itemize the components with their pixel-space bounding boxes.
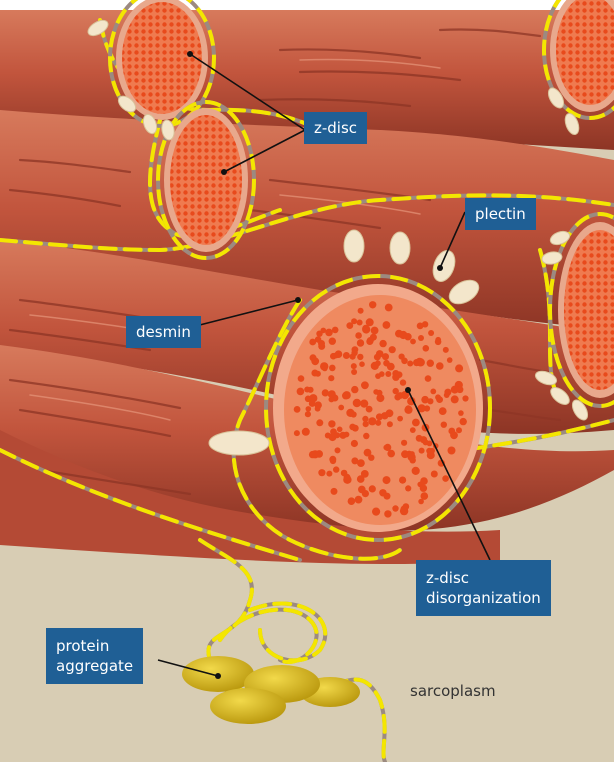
callout-desmin: desmin bbox=[126, 316, 201, 348]
z-disc-disorganized bbox=[266, 276, 490, 540]
callout-plectin: plectin bbox=[465, 198, 536, 230]
label-sarcoplasm: sarcoplasm bbox=[410, 682, 496, 700]
callout-protein-aggregate: protein aggregate bbox=[46, 628, 143, 684]
callout-z-disc-disorganization: z-disc disorganization bbox=[416, 560, 551, 616]
callout-z-disc: z-disc bbox=[304, 112, 367, 144]
